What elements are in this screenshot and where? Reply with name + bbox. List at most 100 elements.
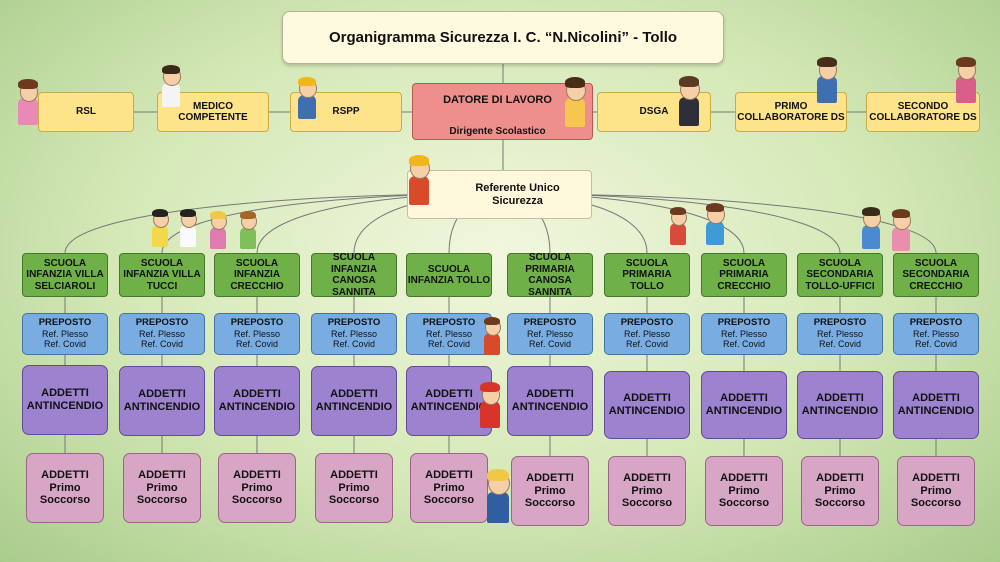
role-secondo-collaboratore: SECONDO COLLABORATORE DS — [866, 92, 980, 132]
primo-soccorso-line3: Soccorso — [814, 497, 866, 510]
addetti-antincendio-box: ADDETTI ANTINCENDIO — [893, 371, 979, 439]
primo-soccorso-line2: Primo — [920, 484, 952, 497]
addetti-antincendio-box: ADDETTI ANTINCENDIO — [604, 371, 690, 439]
primo-soccorso-line1: ADDETTI — [816, 472, 864, 485]
student-1-figure — [860, 206, 882, 250]
primo-soccorso-line1: ADDETTI — [138, 469, 186, 482]
school-box: SCUOLA PRIMARIA CRECCHIO — [701, 253, 787, 297]
preposto-ref-plesso: Ref. Plesso — [912, 329, 960, 340]
primo-soccorso-line3: Soccorso — [328, 494, 380, 507]
rsl-woman-figure — [16, 78, 40, 126]
preposto-ref-plesso: Ref. Plesso — [720, 329, 768, 340]
primo-soccorso-line2: Primo — [824, 484, 856, 497]
referente-unico-sicurezza: Referente Unico Sicurezza — [407, 170, 592, 219]
page-title: Organigramma Sicurezza I. C. “N.Nicolini… — [282, 11, 724, 64]
principal-figure — [562, 76, 588, 128]
preposto-ref-covid: Ref. Covid — [427, 339, 471, 350]
preposto-ref-covid: Ref. Covid — [914, 339, 958, 350]
preposto-title: PREPOSTO — [327, 317, 381, 329]
primo-collaboratore-figure — [815, 56, 839, 104]
preposto-ref-plesso: Ref. Plesso — [623, 329, 671, 340]
primo-soccorso-line2: Primo — [338, 481, 370, 494]
addetti-antincendio-box: ADDETTI ANTINCENDIO — [406, 366, 492, 436]
role-rsl: RSL — [38, 92, 134, 132]
child-2-figure — [178, 208, 198, 248]
child-1-figure — [150, 208, 170, 248]
preposto-title: PREPOSTO — [620, 317, 674, 329]
primo-soccorso-line2: Primo — [631, 484, 663, 497]
primo-soccorso-line3: Soccorso — [423, 494, 475, 507]
preposto-ref-plesso: Ref. Plesso — [816, 329, 864, 340]
dsga-figure — [676, 75, 702, 127]
referente-figure — [406, 154, 432, 206]
primo-soccorso-line3: Soccorso — [910, 497, 962, 510]
primo-soccorso-line1: ADDETTI — [233, 469, 281, 482]
addetti-antincendio-box: ADDETTI ANTINCENDIO — [507, 366, 593, 436]
primo-soccorso-line3: Soccorso — [136, 494, 188, 507]
preposto-title: PREPOSTO — [135, 317, 189, 329]
primo-soccorso-line2: Primo — [49, 481, 81, 494]
preposto-ref-covid: Ref. Covid — [722, 339, 766, 350]
referente-line2: Sicurezza — [492, 194, 543, 207]
addetti-antincendio-box: ADDETTI ANTINCENDIO — [311, 366, 397, 436]
preposto-ref-covid: Ref. Covid — [140, 339, 184, 350]
firefighter-figure — [478, 381, 502, 429]
addetti-antincendio-box: ADDETTI ANTINCENDIO — [214, 366, 300, 436]
primo-soccorso-line3: Soccorso — [524, 497, 576, 510]
referente-line1: Referente Unico — [475, 181, 560, 194]
student-2-figure — [890, 208, 912, 252]
computer-user-figure — [482, 316, 502, 356]
primo-soccorso-line1: ADDETTI — [41, 469, 89, 482]
addetti-antincendio-box: ADDETTI ANTINCENDIO — [22, 365, 108, 435]
primo-soccorso-line1: ADDETTI — [526, 472, 574, 485]
preposto-ref-plesso: Ref. Plesso — [330, 329, 378, 340]
preposto-ref-plesso: Ref. Plesso — [41, 329, 89, 340]
school-box: SCUOLA PRIMARIA TOLLO — [604, 253, 690, 297]
primo-soccorso-line2: Primo — [728, 484, 760, 497]
preposto-ref-covid: Ref. Covid — [818, 339, 862, 350]
child-4-figure — [238, 210, 258, 250]
primo-soccorso-line3: Soccorso — [231, 494, 283, 507]
doctor-figure — [160, 64, 182, 108]
preposto-title: PREPOSTO — [813, 317, 867, 329]
primo-soccorso-line3: Soccorso — [718, 497, 770, 510]
preposto-title: PREPOSTO — [523, 317, 577, 329]
preposto-title: PREPOSTO — [230, 317, 284, 329]
preposto-ref-covid: Ref. Covid — [528, 339, 572, 350]
preposto-title: PREPOSTO — [38, 317, 92, 329]
preposto-ref-plesso: Ref. Plesso — [425, 329, 473, 340]
primo-soccorso-line2: Primo — [534, 484, 566, 497]
primo-soccorso-line1: ADDETTI — [623, 472, 671, 485]
primo-soccorso-line1: ADDETTI — [912, 472, 960, 485]
datore-title: DATORE DI LAVORO — [443, 94, 552, 106]
preposto-ref-covid: Ref. Covid — [332, 339, 376, 350]
primo-soccorso-line1: ADDETTI — [720, 472, 768, 485]
addetti-antincendio-box: ADDETTI ANTINCENDIO — [797, 371, 883, 439]
primo-soccorso-line1: ADDETTI — [330, 469, 378, 482]
school-box: SCUOLA INFANZIA VILLA TUCCI — [119, 253, 205, 297]
primo-soccorso-line2: Primo — [433, 481, 465, 494]
school-box: SCUOLA INFANZIA TOLLO — [406, 253, 492, 297]
secondo-collaboratore-figure — [954, 56, 978, 104]
school-box: SCUOLA PRIMARIA CANOSA SANNITA — [507, 252, 593, 298]
preposto-title: PREPOSTO — [422, 317, 476, 329]
pupil-2-figure — [704, 202, 726, 246]
addetti-antincendio-box: ADDETTI ANTINCENDIO — [119, 366, 205, 436]
primo-soccorso-line2: Primo — [241, 481, 273, 494]
preposto-ref-plesso: Ref. Plesso — [526, 329, 574, 340]
primo-soccorso-line3: Soccorso — [39, 494, 91, 507]
preposto-ref-plesso: Ref. Plesso — [138, 329, 186, 340]
